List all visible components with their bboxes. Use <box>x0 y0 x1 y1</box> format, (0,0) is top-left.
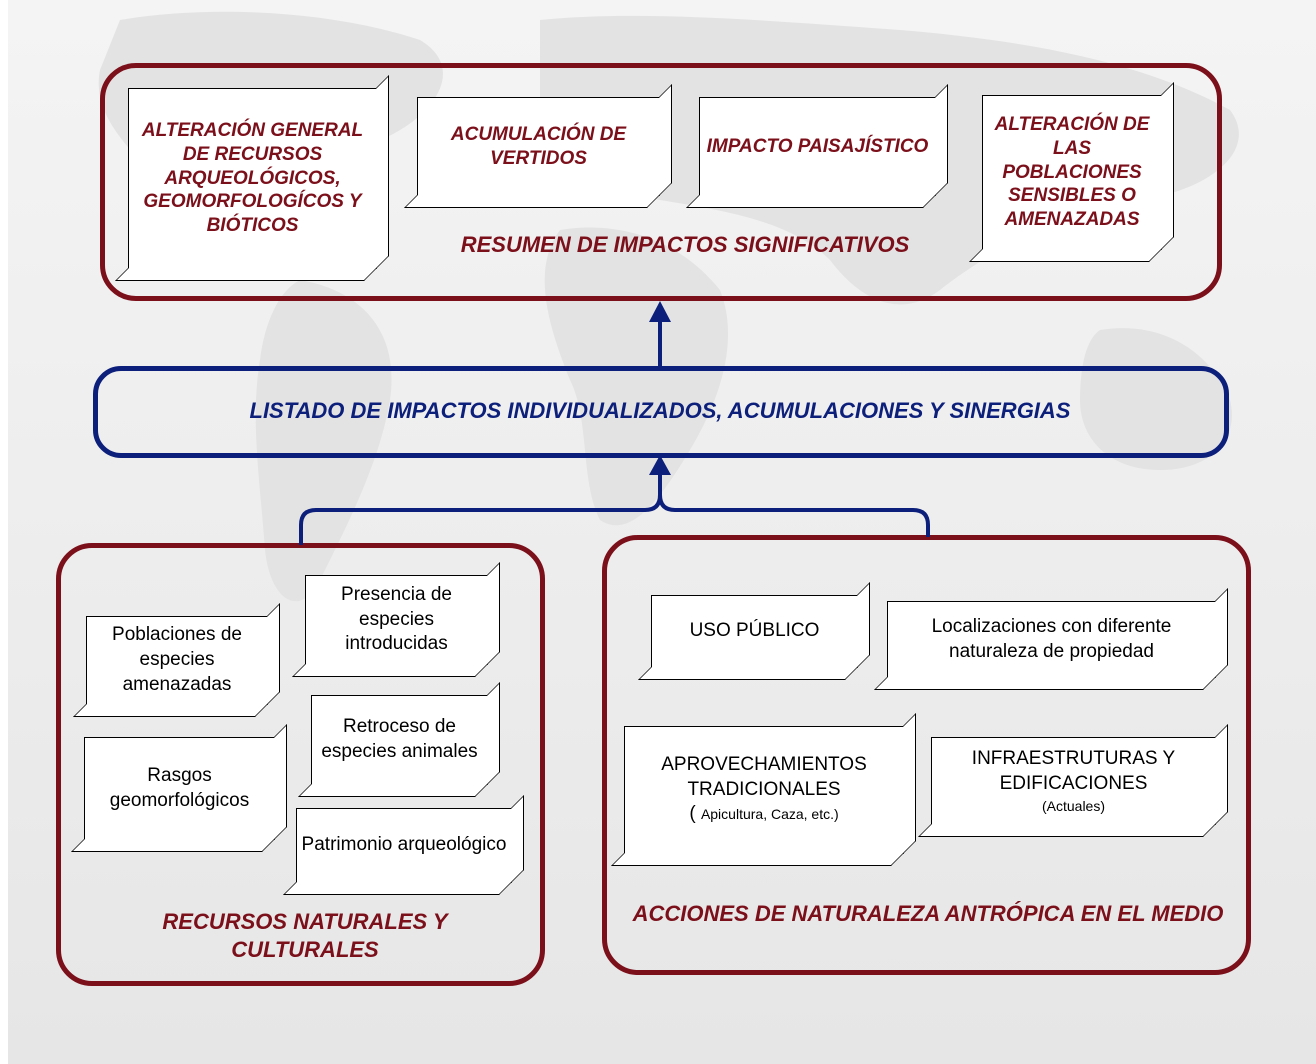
box-traditional-uses-sub: ( Apicultura, Caza, etc.) <box>689 802 838 827</box>
box-geomorphological: Rasgos geomorfológicos <box>84 737 275 840</box>
box-public-use: USO PÚBLICO <box>651 595 858 668</box>
natural-resources-title: RECURSOS NATURALES Y CULTURALES <box>162 909 448 962</box>
individual-impacts-title: LISTADO DE IMPACTOS INDIVIDUALIZADOS, AC… <box>249 398 1071 423</box>
impact-box-spills: ACUMULACIÓN DE VERTIDOS <box>417 97 660 196</box>
box-introduced-species: Presencia de especies introducidas <box>305 575 488 665</box>
impact-box-resources-label: ALTERACIÓN GENERAL DE RECURSOS ARQUEOLÓG… <box>141 120 364 237</box>
impact-box-populations: ALTERACIÓN DE LAS POBLACIONES SENSIBLES … <box>982 95 1162 250</box>
box-property-locations-label: Localizaciones con diferente naturaleza … <box>931 615 1172 662</box>
impact-box-resources: ALTERACIÓN GENERAL DE RECURSOS ARQUEOLÓG… <box>128 88 377 269</box>
box-animal-decline: Retroceso de especies animales <box>311 695 488 785</box>
box-traditional-uses-label: APROVECHAMIENTOS TRADICIONALES <box>661 753 867 800</box>
box-infrastructure-note: (Actuales) <box>1041 797 1106 814</box>
box-traditional-uses-note: Apicultura, Caza, etc.) <box>700 806 839 823</box>
box-infrastructure-label: INFRAESTRUTURAS Y EDIFICACIONES <box>971 748 1176 794</box>
box-archaeological-label: Patrimonio arqueológico <box>301 834 507 856</box>
impact-summary-title: RESUMEN DE IMPACTOS SIGNIFICATIVOS <box>460 232 910 257</box>
impact-summary-group <box>100 63 1222 301</box>
impact-box-populations-label: ALTERACIÓN DE LAS POBLACIONES SENSIBLES … <box>994 114 1150 231</box>
box-geomorphological-label: Rasgos geomorfológicos <box>109 764 250 811</box>
box-threatened-populations-label: Poblaciones de especies amenazadas <box>112 624 242 695</box>
box-infrastructure: INFRAESTRUTURAS Y EDIFICACIONES (Actuale… <box>931 737 1216 825</box>
impact-box-landscape: IMPACTO PAISAJÍSTICO <box>699 97 936 196</box>
box-public-use-label: USO PÚBLICO <box>689 620 820 642</box>
box-introduced-species-label: Presencia de especies introducidas <box>341 583 452 655</box>
box-archaeological: Patrimonio arqueológico <box>296 808 512 883</box>
box-traditional-uses: APROVECHAMIENTOS TRADICIONALES ( Apicult… <box>624 726 904 854</box>
impact-box-spills-label: ACUMULACIÓN DE VERTIDOS <box>450 123 627 169</box>
natural-resources-group <box>56 543 545 986</box>
box-traditional-uses-paren: ( <box>689 803 696 825</box>
anthropic-actions-title: ACCIONES DE NATURALEZA ANTRÓPICA EN EL M… <box>632 901 1224 926</box>
anthropic-actions-group <box>602 535 1251 975</box>
box-property-locations: Localizaciones con diferente naturaleza … <box>887 601 1216 678</box>
left-edge <box>0 0 8 1064</box>
box-threatened-populations: Poblaciones de especies amenazadas <box>86 616 268 705</box>
impact-box-landscape-label: IMPACTO PAISAJÍSTICO <box>706 135 929 157</box>
box-animal-decline-label: Retroceso de especies animales <box>321 716 478 762</box>
